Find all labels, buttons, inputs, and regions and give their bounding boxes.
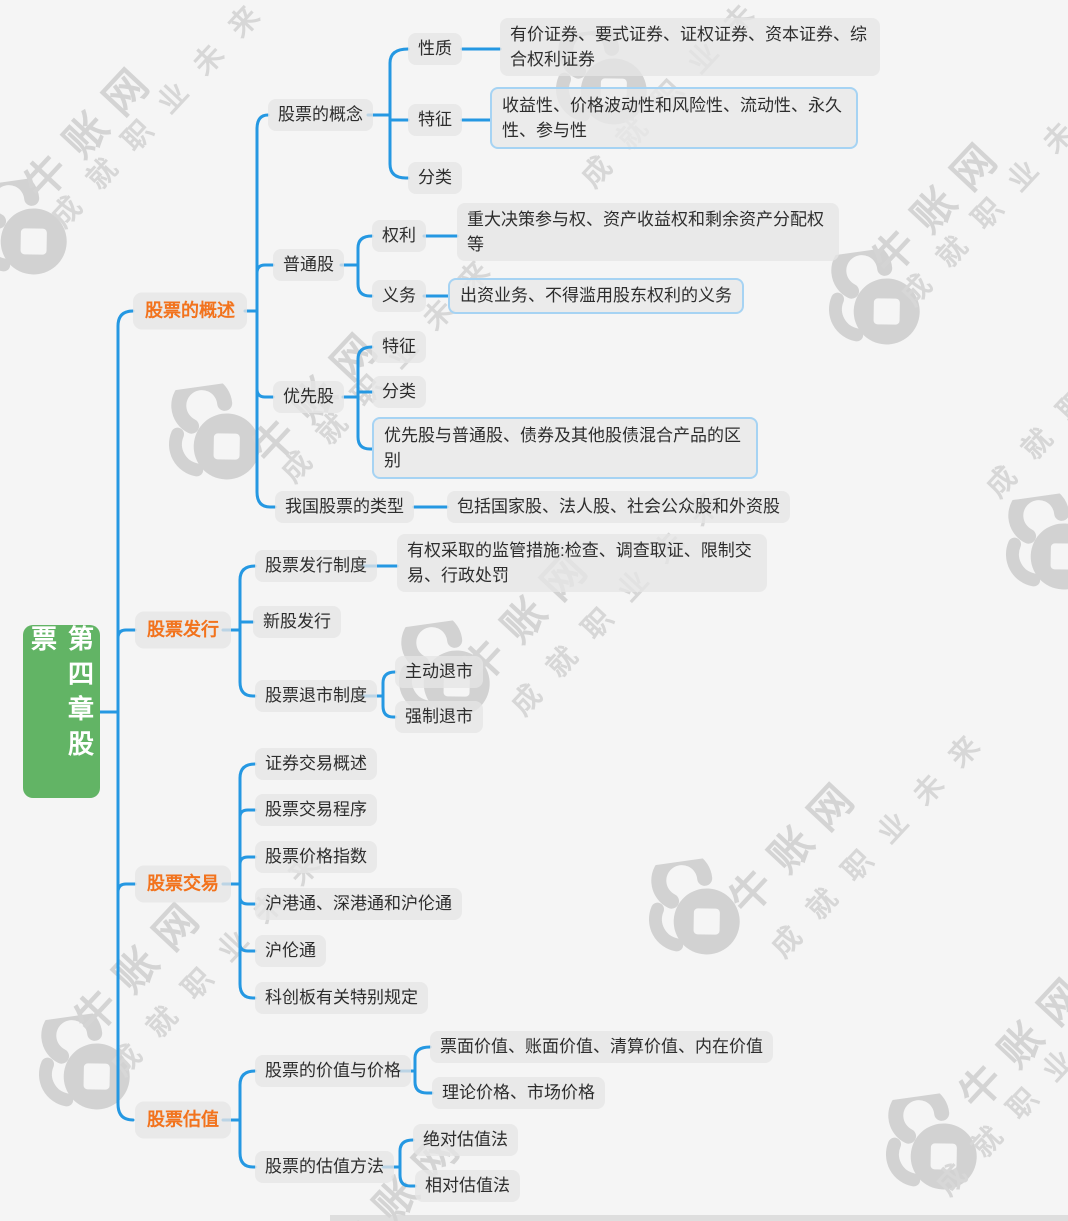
leaf-china-stock-types-detail[interactable]: 包括国家股、法人股、社会公众股和外资股: [447, 491, 790, 523]
node-value-and-price[interactable]: 股票的价值与价格: [255, 1055, 411, 1087]
leaf-regulatory-measures[interactable]: 有权采取的监管措施:检查、调查取证、限制交易、行政处罚: [397, 534, 767, 592]
node-common-stock[interactable]: 普通股: [273, 249, 344, 281]
leaf-preferred-difference[interactable]: 优先股与普通股、债券及其他股债混合产品的区别: [372, 417, 758, 479]
node-delisting-system[interactable]: 股票退市制度: [255, 680, 377, 712]
leaf-price-types[interactable]: 理论价格、市场价格: [432, 1077, 605, 1109]
node-preferred-classification[interactable]: 分类: [372, 376, 426, 408]
node-relative-valuation[interactable]: 相对估值法: [415, 1170, 520, 1202]
leaf-rights-detail[interactable]: 重大决策参与权、资产收益权和剩余资产分配权等: [457, 203, 839, 261]
node-preferred-stock[interactable]: 优先股: [273, 381, 344, 413]
node-valuation-method[interactable]: 股票的估值方法: [255, 1151, 394, 1183]
node-preferred-features[interactable]: 特征: [372, 331, 426, 363]
node-rights[interactable]: 权利: [372, 220, 426, 252]
node-connect-programs[interactable]: 沪港通、深港通和沪伦通: [255, 888, 462, 920]
node-forced-delisting[interactable]: 强制退市: [395, 701, 483, 733]
node-trading-procedure[interactable]: 股票交易程序: [255, 794, 377, 826]
leaf-value-types[interactable]: 票面价值、账面价值、清算价值、内在价值: [430, 1031, 773, 1063]
branch-stock-valuation[interactable]: 股票估值: [135, 1101, 231, 1139]
node-voluntary-delisting[interactable]: 主动退市: [395, 656, 483, 688]
node-shanghai-london[interactable]: 沪伦通: [255, 935, 326, 967]
node-stock-concept[interactable]: 股票的概念: [268, 99, 373, 131]
node-new-share-issuance[interactable]: 新股发行: [253, 606, 341, 638]
node-price-index[interactable]: 股票价格指数: [255, 841, 377, 873]
leaf-features-detail[interactable]: 收益性、价格波动性和风险性、流动性、永久性、参与性: [490, 87, 858, 149]
leaf-obligations-detail[interactable]: 出资业务、不得滥用股东权利的义务: [448, 278, 744, 314]
node-absolute-valuation[interactable]: 绝对估值法: [413, 1124, 518, 1156]
node-china-stock-types[interactable]: 我国股票的类型: [275, 491, 414, 523]
root-node-chapter[interactable]: 第四章股票: [23, 625, 100, 798]
bottom-edge-strip: [330, 1215, 1068, 1221]
branch-stock-overview[interactable]: 股票的概述: [133, 292, 247, 330]
node-nature[interactable]: 性质: [408, 33, 462, 65]
branch-stock-trading[interactable]: 股票交易: [135, 865, 231, 903]
node-obligations[interactable]: 义务: [372, 280, 426, 312]
node-trading-overview[interactable]: 证券交易概述: [255, 748, 377, 780]
node-issuance-system[interactable]: 股票发行制度: [255, 550, 377, 582]
node-classification[interactable]: 分类: [408, 162, 462, 194]
node-features[interactable]: 特征: [408, 104, 462, 136]
node-star-market-rules[interactable]: 科创板有关特别规定: [255, 982, 428, 1014]
branch-stock-issuance[interactable]: 股票发行: [135, 611, 231, 649]
leaf-nature-detail[interactable]: 有价证券、要式证券、证权证券、资本证券、综合权利证券: [500, 18, 880, 76]
